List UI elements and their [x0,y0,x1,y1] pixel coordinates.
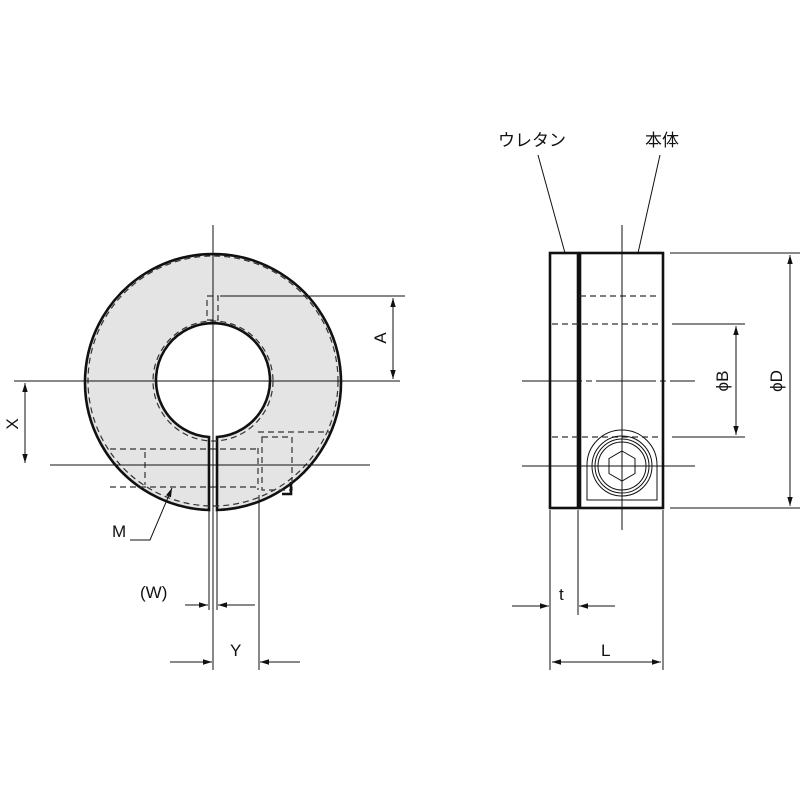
leader-body [637,154,661,254]
label-A: A [371,332,390,344]
label-t: t [559,585,564,604]
label-Y: Y [230,641,241,660]
leader-M [130,487,173,541]
label-urethane: ウレタン [498,131,566,150]
front-view: A X M (W) Y [3,225,405,670]
counterbore [586,429,658,501]
label-L: L [601,641,610,660]
label-phiB: ϕB [713,371,732,392]
label-M: M [112,522,126,541]
collar-ring [83,252,343,512]
screw-corner [282,482,293,496]
label-X: X [3,418,22,429]
side-view: ウレタン 本体 ϕB ϕD t L [498,131,800,670]
hidden-screw-thread [110,448,260,490]
urethane-layer [548,251,580,510]
leader-urethane [537,154,566,254]
label-W: (W) [140,583,167,602]
label-phiD: ϕD [767,370,786,392]
label-body: 本体 [645,131,679,150]
